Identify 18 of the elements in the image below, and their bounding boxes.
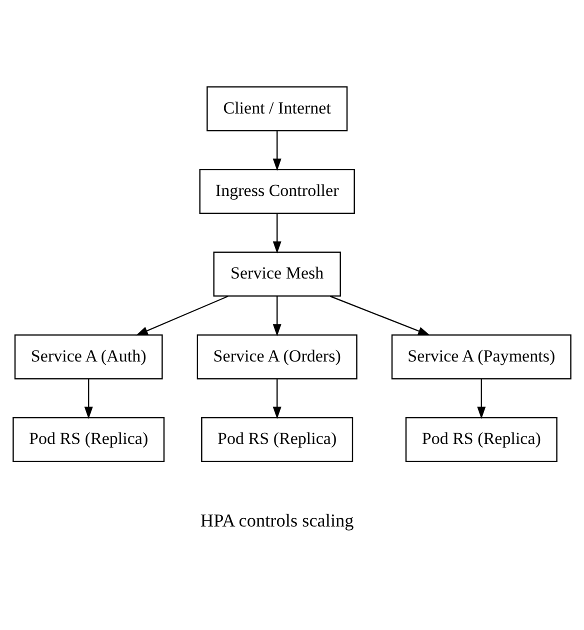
arrow (477, 378, 486, 418)
arrow (272, 296, 282, 336)
arrow (136, 295, 228, 336)
node-box: Pod RS (Replica) (12, 416, 165, 462)
node-box: Service Mesh (213, 251, 341, 296)
arrow (330, 295, 430, 336)
arrow (84, 378, 93, 418)
node-box: Ingress Controller (199, 168, 355, 214)
node-box: Pod RS (Replica) (201, 416, 354, 462)
label: HPA controls scaling (200, 510, 354, 530)
arrow (272, 130, 282, 170)
node-box: Client / Internet (206, 86, 348, 131)
node-box: Pod RS (Replica) (405, 416, 558, 462)
arrow (272, 378, 282, 418)
arrow (272, 213, 282, 254)
node-box: Service A (Auth) (14, 334, 163, 379)
node-box: Service A (Orders) (196, 334, 358, 379)
node-box: Service A (Payments) (391, 334, 572, 379)
